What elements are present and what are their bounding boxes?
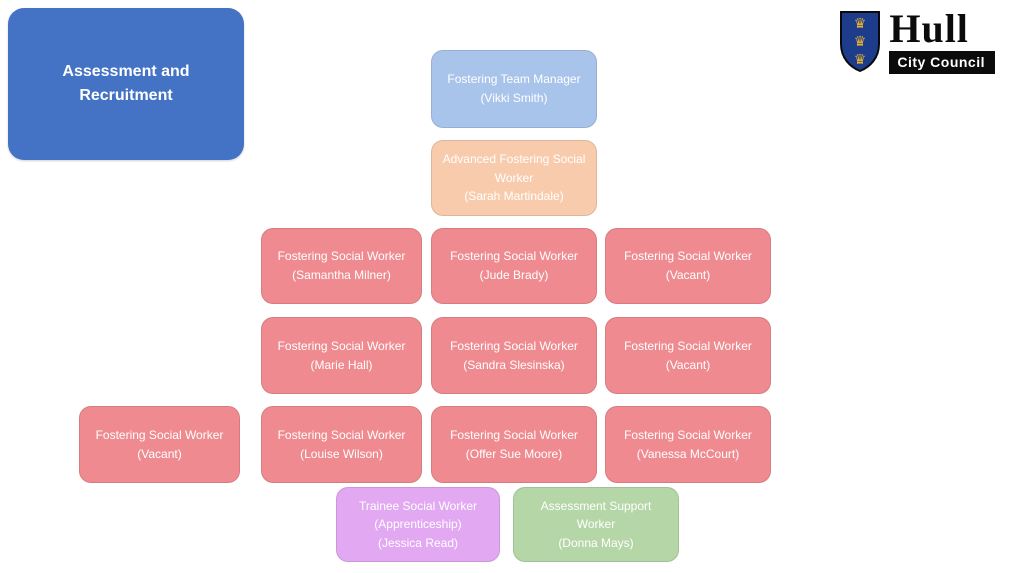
svg-text:♛: ♛ (854, 33, 867, 49)
org-node-louise-wilson: Fostering Social Worker (Louise Wilson) (261, 406, 422, 483)
org-node-jude-brady: Fostering Social Worker (Jude Brady) (431, 228, 597, 304)
org-node-vanessa-mccourt: Fostering Social Worker (Vanessa McCourt… (605, 406, 771, 483)
hull-logo-subtitle: City Council (889, 51, 995, 74)
org-node-offer-sue-moore: Fostering Social Worker (Offer Sue Moore… (431, 406, 597, 483)
hull-logo-name: Hull (889, 6, 969, 51)
org-node-vacant-3: Fostering Social Worker (Vacant) (79, 406, 240, 483)
org-node-sandra-slesinska: Fostering Social Worker (Sandra Slesinsk… (431, 317, 597, 394)
org-node-support-donna-mays: Assessment Support Worker (Donna Mays) (513, 487, 679, 562)
org-node-samantha-milner: Fostering Social Worker (Samantha Milner… (261, 228, 422, 304)
org-node-marie-hall: Fostering Social Worker (Marie Hall) (261, 317, 422, 394)
org-node-trainee-jessica-read: Trainee Social Worker (Apprenticeship) (… (336, 487, 500, 562)
svg-text:♛: ♛ (854, 51, 867, 67)
assessment-recruitment-title-card: Assessment and Recruitment (8, 8, 244, 160)
org-node-fostering-team-manager: Fostering Team Manager (Vikki Smith) (431, 50, 597, 128)
hull-crest-three-crowns-icon: ♛ ♛ ♛ (840, 11, 881, 73)
svg-text:♛: ♛ (854, 15, 867, 31)
org-node-advanced-fostering-social-worker: Advanced Fostering Social Worker (Sarah … (431, 140, 597, 216)
hull-logo-wordmark: Hull City Council (889, 6, 995, 74)
org-node-vacant-2: Fostering Social Worker (Vacant) (605, 317, 771, 394)
org-node-vacant-1: Fostering Social Worker (Vacant) (605, 228, 771, 304)
hull-city-council-logo: ♛ ♛ ♛ Hull City Council (838, 6, 995, 74)
